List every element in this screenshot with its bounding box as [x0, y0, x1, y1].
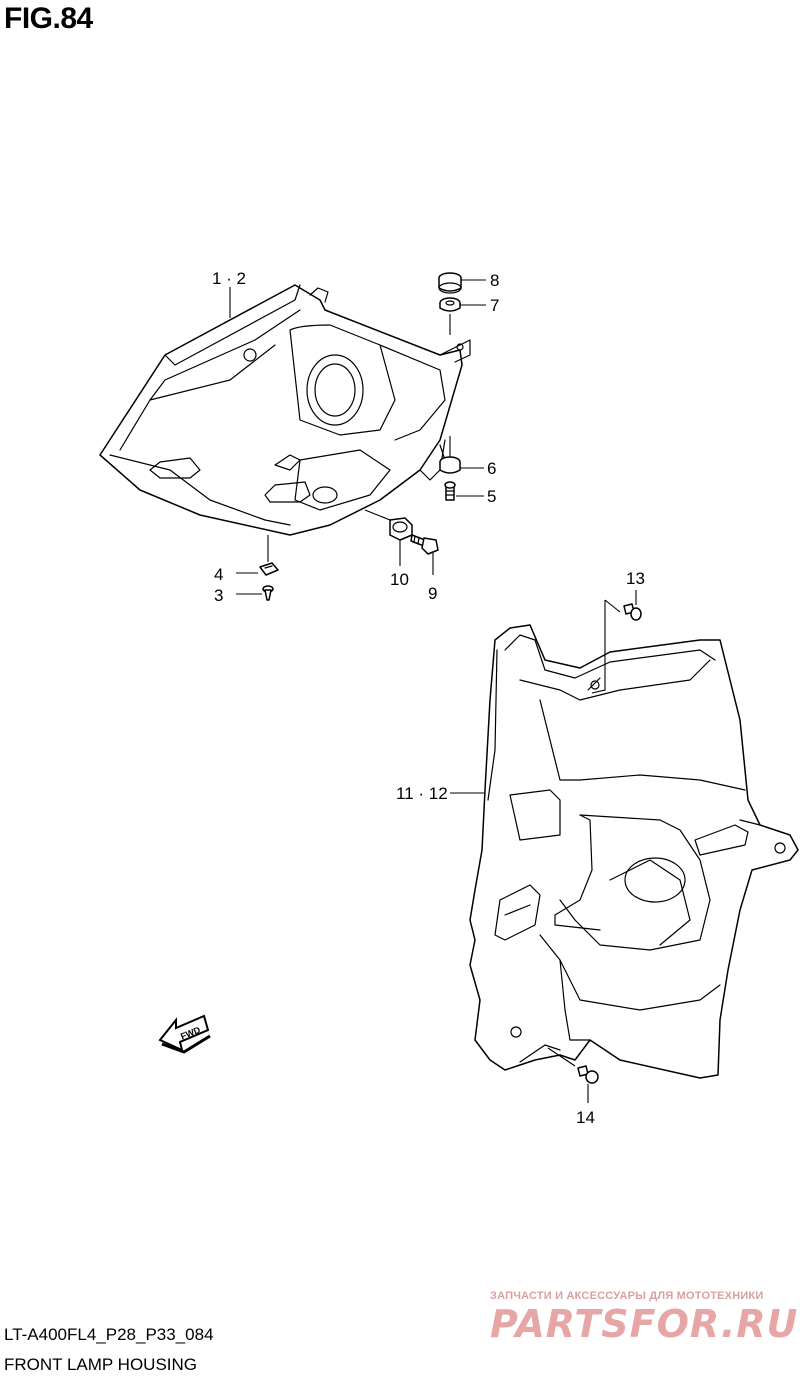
callout-4: 4	[214, 565, 223, 584]
bolt-part-9	[410, 534, 439, 555]
callout-6: 6	[487, 459, 496, 478]
forward-direction-arrow-icon: FWD	[158, 1014, 211, 1054]
callout-5: 5	[487, 487, 496, 506]
watermark-tagline: ЗАПЧАСТИ И АКСЕССУАРЫ ДЛЯ МОТОТЕХНИКИ	[490, 1290, 764, 1302]
grommet-part-6	[439, 456, 461, 474]
diagram-name: FRONT LAMP HOUSING	[4, 1355, 198, 1374]
callout-13: 13	[626, 569, 645, 588]
washer-part-7	[439, 297, 461, 312]
bushing-part-10	[389, 517, 413, 541]
callout-14: 14	[576, 1108, 595, 1127]
bolt-part-5	[444, 481, 456, 501]
callout-8: 8	[490, 271, 499, 290]
clip-part-13	[623, 603, 642, 621]
clip-part-14	[577, 1065, 599, 1084]
figure-title: FIG.84	[4, 2, 93, 35]
callout-3: 3	[214, 586, 223, 605]
callout-7: 7	[490, 296, 499, 315]
watermark-logo: PARTSFOR.RU	[490, 1302, 799, 1346]
callout-11-12: 11 · 12	[396, 784, 448, 803]
callout-9: 9	[428, 584, 437, 603]
callout-10: 10	[390, 570, 409, 589]
diagram-code: LT-A400FL4_P28_P33_084	[4, 1325, 214, 1344]
screw-part-3	[262, 585, 274, 601]
nut-part-4	[259, 562, 279, 576]
front-lamp-housing-upper	[99, 284, 471, 536]
grommet-part-8	[438, 272, 462, 294]
callout-1-2: 1 · 2	[212, 269, 246, 288]
front-lamp-housing-cover	[469, 624, 799, 1079]
